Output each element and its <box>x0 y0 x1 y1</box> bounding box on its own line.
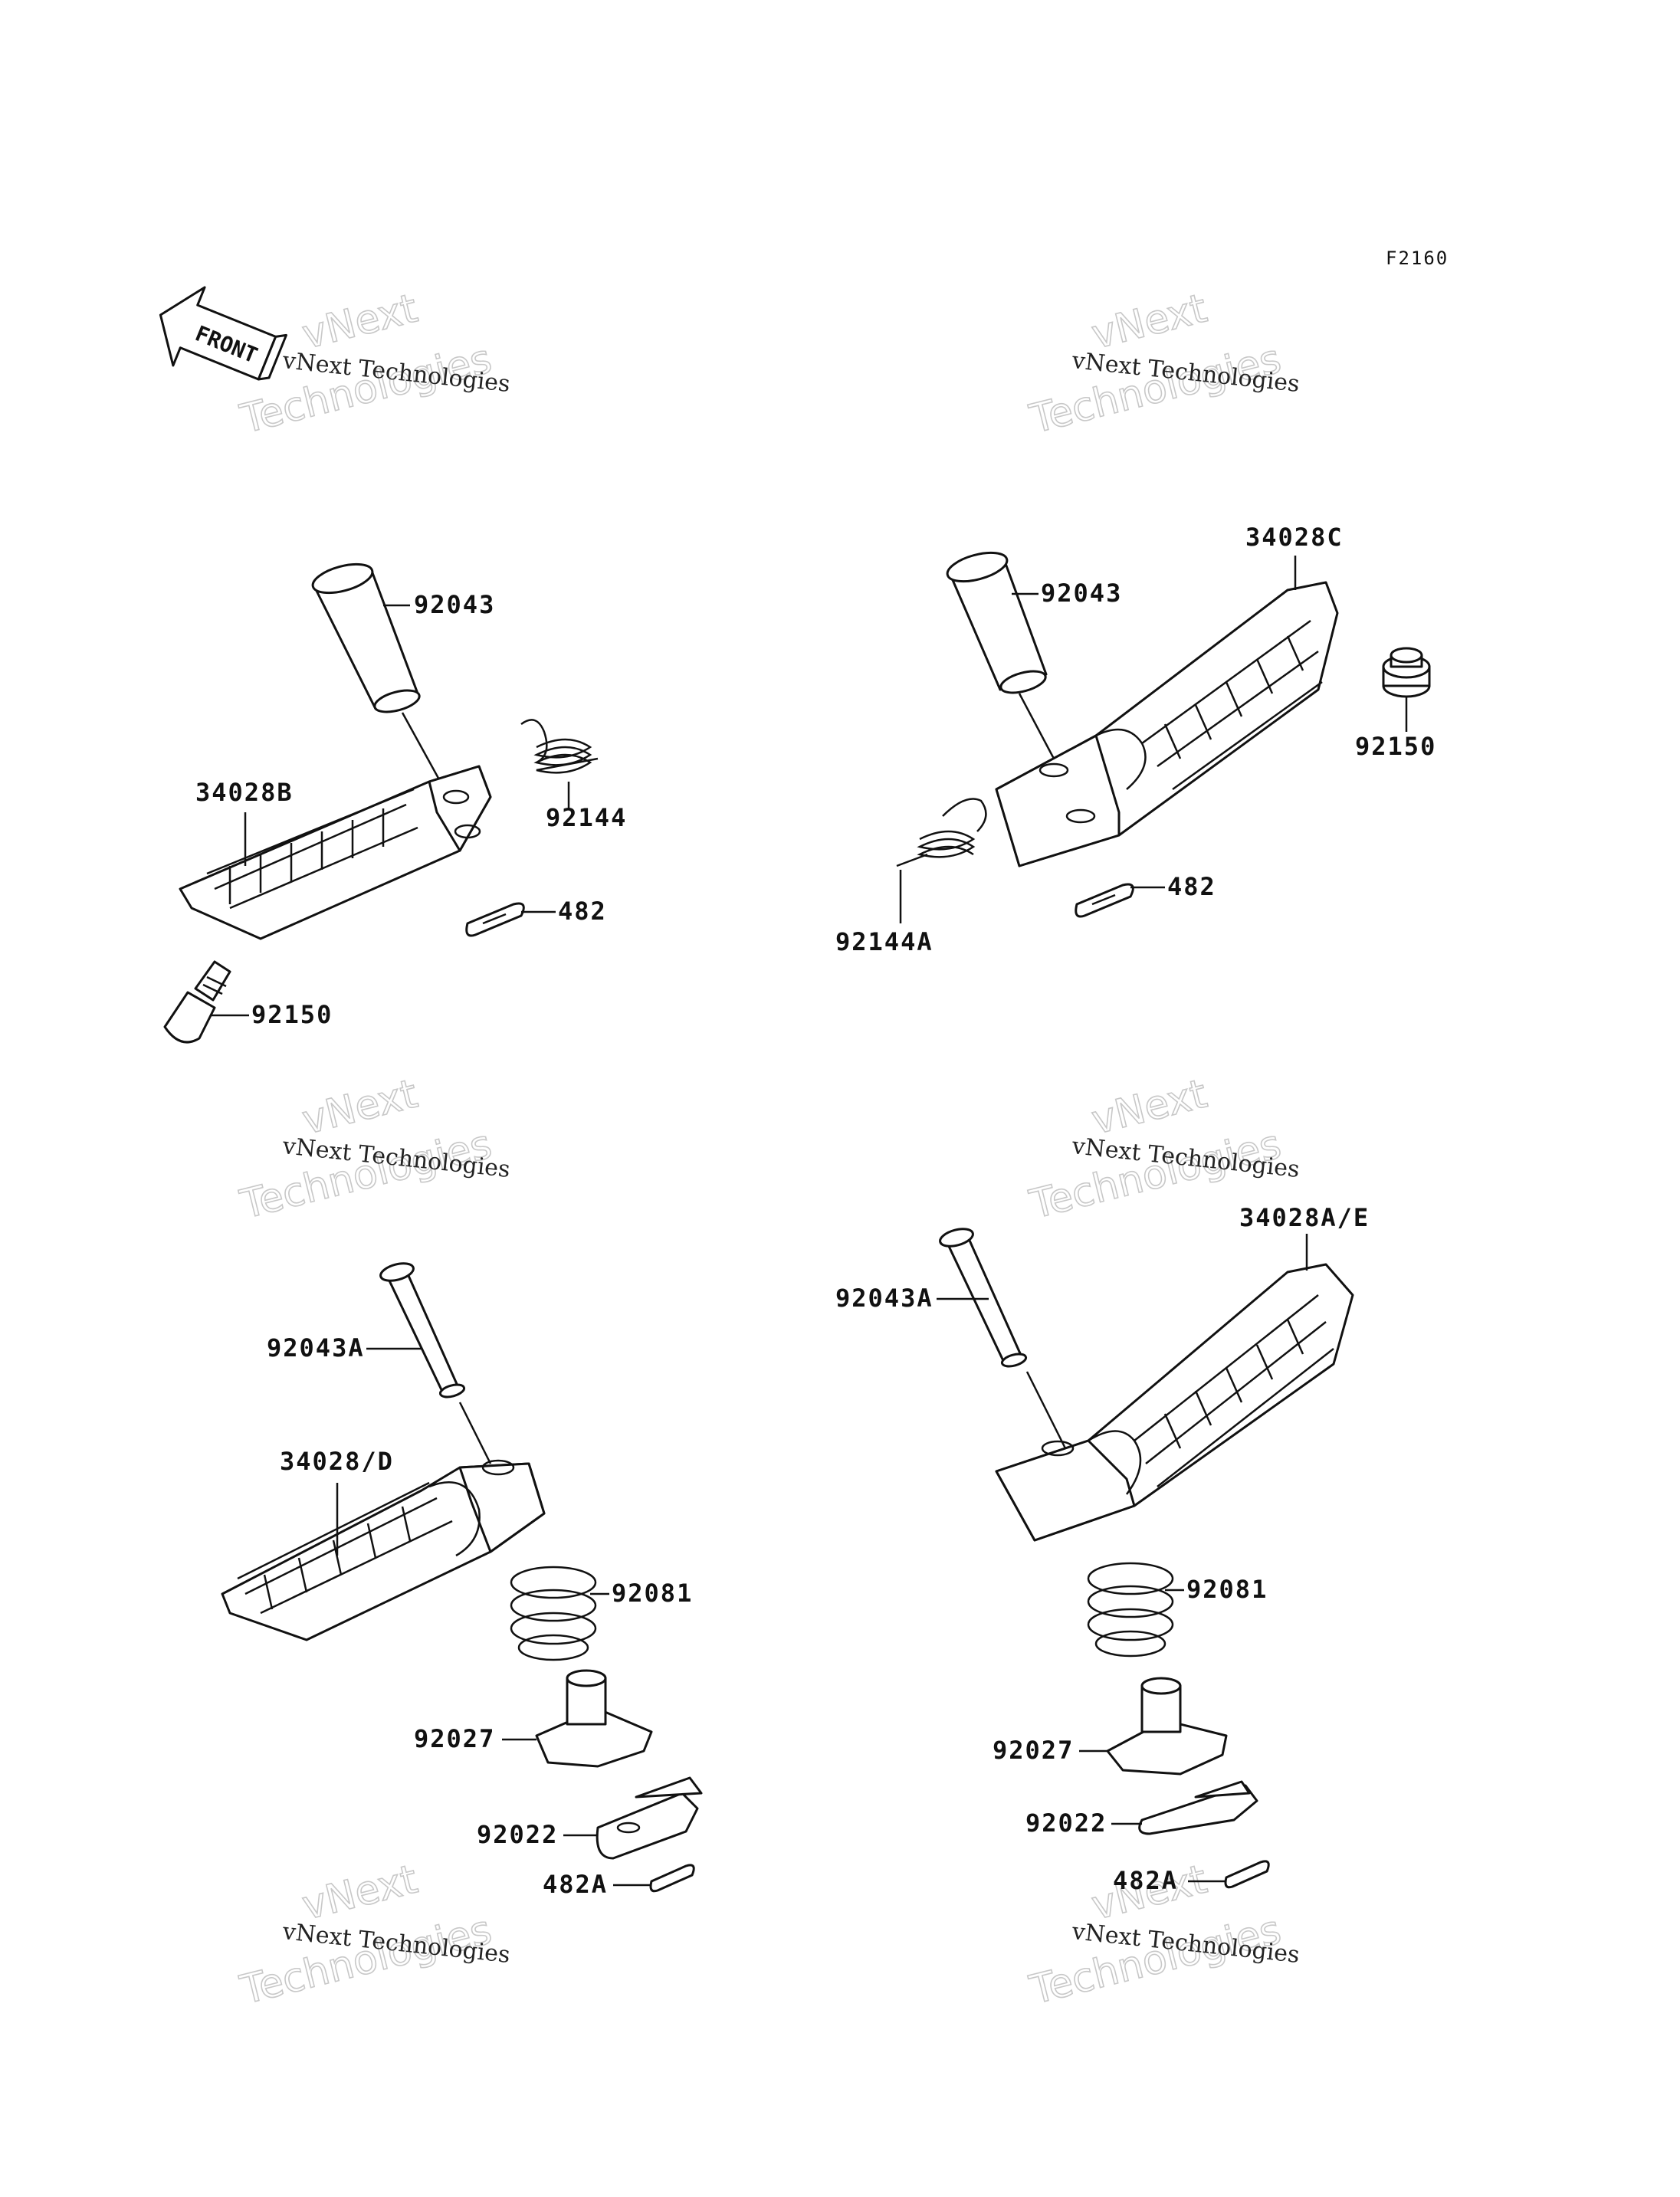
clip-part <box>1075 883 1134 918</box>
plate-part <box>596 1776 703 1860</box>
label-footpeg: 34028B <box>195 778 294 807</box>
label-spring: 92081 <box>1186 1575 1268 1604</box>
label-pin: 92043A <box>835 1284 934 1313</box>
label-clip: 482A <box>1113 1866 1178 1895</box>
label-holder: 92027 <box>414 1724 495 1753</box>
front-arrow-icon: FRONT <box>159 286 287 381</box>
holder-part <box>535 1669 653 1768</box>
label-pin: 92043 <box>414 590 495 619</box>
label-spring: 92081 <box>612 1579 693 1608</box>
label-rubber: 92150 <box>1355 732 1436 761</box>
label-plate: 92022 <box>477 1820 558 1849</box>
panel-bottom-right: 92043A 34028A/E 92081 92027 <box>835 1203 1370 1895</box>
rubber-part <box>163 960 231 1044</box>
label-plate: 92022 <box>1025 1808 1107 1838</box>
watermark-bottom-left: vNext Technologies vNext Technologies <box>235 1856 511 2015</box>
label-footpeg: 34028/D <box>280 1447 394 1476</box>
watermark-top-left: vNext Technologies vNext Technologies <box>235 285 511 444</box>
clip-part <box>465 902 525 937</box>
holder-part <box>1106 1677 1228 1776</box>
label-clip: 482 <box>1167 872 1216 901</box>
spring-part <box>896 798 987 867</box>
spring-part <box>510 1566 597 1661</box>
svg-text:vNext: vNext <box>298 1071 422 1144</box>
svg-text:vNext: vNext <box>1088 1071 1212 1144</box>
panel-top-left: 92043 34028B 92144 482 <box>163 562 627 1044</box>
watermark-middle-left: vNext Technologies vNext Technologies <box>235 1071 511 1229</box>
panel-bottom-left: 92043A 34028/D 92081 92027 <box>221 1262 703 1899</box>
pin-part <box>311 562 421 713</box>
svg-text:vNext: vNext <box>298 286 422 359</box>
footpeg-part <box>995 1263 1354 1542</box>
watermark-top-right: vNext Technologies vNext Technologies <box>1025 285 1301 444</box>
label-pin: 92043 <box>1041 579 1122 608</box>
label-pin: 92043A <box>267 1333 365 1362</box>
svg-text:vNext: vNext <box>298 1857 422 1930</box>
svg-text:vNext: vNext <box>1088 286 1212 359</box>
label-rubber: 92150 <box>251 1000 333 1029</box>
label-footpeg: 34028A/E <box>1239 1203 1370 1232</box>
label-footpeg: 34028C <box>1245 523 1344 552</box>
rubber-part <box>1382 647 1431 698</box>
figure-code: F2160 <box>1386 248 1449 269</box>
spring-part <box>520 719 599 774</box>
panel-top-right: 92043 34028C 92150 92144A <box>835 523 1436 956</box>
clip-part <box>649 1864 695 1893</box>
pin-part <box>946 551 1048 694</box>
label-holder: 92027 <box>993 1736 1074 1765</box>
pin-part <box>939 1228 1028 1368</box>
footpeg-part <box>179 765 492 940</box>
label-spring: 92144 <box>546 803 627 832</box>
label-spring: 92144A <box>835 927 934 956</box>
spring-part <box>1087 1562 1174 1658</box>
footpeg-part <box>221 1459 546 1641</box>
clip-part <box>1224 1860 1270 1889</box>
pin-part <box>379 1262 466 1399</box>
footpeg-part <box>995 581 1339 867</box>
label-clip: 482A <box>543 1870 608 1899</box>
plate-part <box>1138 1780 1258 1835</box>
label-clip: 482 <box>558 897 607 926</box>
